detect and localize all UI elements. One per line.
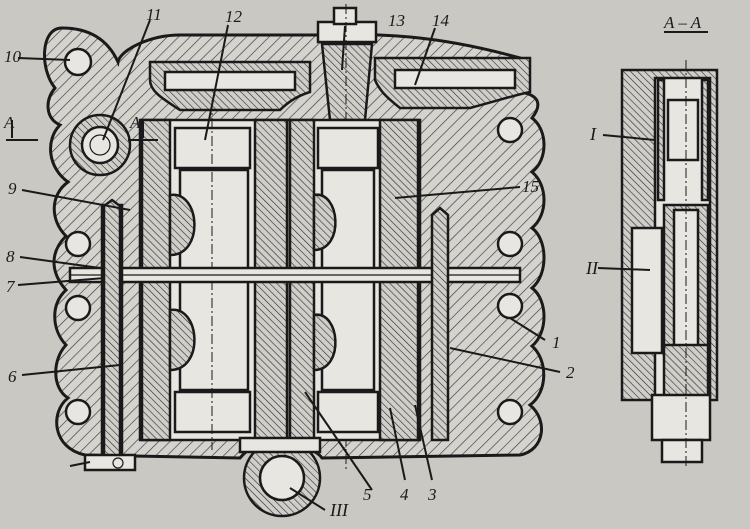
label-5: 5	[363, 485, 372, 504]
label-10: 10	[4, 47, 22, 66]
left-pin	[69, 198, 137, 472]
top-screw	[316, 4, 378, 470]
section-a-ring	[68, 113, 132, 177]
label-II: II	[585, 258, 599, 278]
section-title: A – A	[663, 13, 702, 32]
label-4: 4	[400, 485, 409, 504]
label-2: 2	[566, 363, 575, 382]
section-mark-right: A	[129, 113, 141, 132]
top-yoke	[148, 56, 532, 112]
leader-lines	[6, 19, 656, 511]
bottom-plug	[238, 436, 322, 518]
section-view	[620, 31, 719, 468]
label-9: 9	[8, 179, 17, 198]
label-15: 15	[522, 177, 539, 196]
cross-channel	[68, 266, 522, 284]
bolt-holes	[63, 47, 524, 426]
label-11: 11	[146, 5, 162, 24]
callout-labels: 1 2 3 4 5 6 7 8 9 10 11 12 13 14 15 III …	[3, 5, 702, 520]
label-I: I	[589, 124, 597, 144]
label-13: 13	[388, 11, 405, 30]
label-14: 14	[432, 11, 450, 30]
label-1: 1	[552, 333, 561, 352]
label-8: 8	[6, 247, 15, 266]
label-7: 7	[6, 277, 16, 296]
section-mark-left: A	[3, 113, 15, 132]
label-III: III	[329, 500, 349, 520]
label-12: 12	[225, 7, 243, 26]
label-3: 3	[427, 485, 437, 504]
right-pin	[430, 206, 450, 442]
label-6: 6	[8, 367, 17, 386]
